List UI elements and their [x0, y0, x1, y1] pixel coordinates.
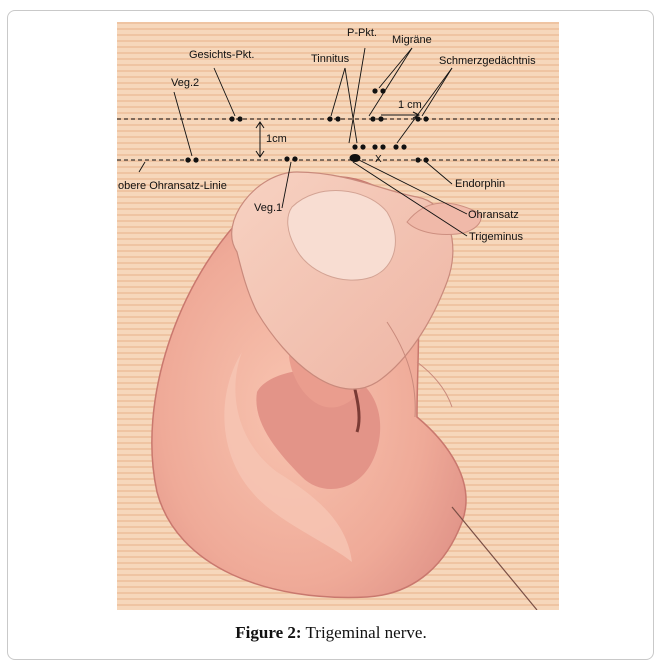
label-gesichts-pkt: Gesichts-Pkt. — [189, 49, 254, 62]
label-endorphin: Endorphin — [455, 178, 505, 191]
label-obere-ohransatz-linie: obere Ohransatz-Linie — [118, 180, 227, 193]
label-1cm-vertical: 1cm — [266, 133, 287, 146]
label-p-pkt: P-Pkt. — [347, 27, 377, 40]
label-trigeminus: Trigeminus — [469, 231, 523, 244]
label-1cm-horizontal: 1 cm — [398, 99, 422, 112]
label-tinnitus: Tinnitus — [311, 53, 349, 66]
label-veg1: Veg.1 — [254, 202, 282, 215]
caption-text: Trigeminal nerve. — [302, 623, 427, 642]
label-veg2: Veg.2 — [171, 77, 199, 90]
label-ohransatz: Ohransatz — [468, 209, 519, 222]
figure-caption: Figure 2: Trigeminal nerve. — [0, 623, 662, 643]
caption-label: Figure 2: — [235, 623, 301, 642]
label-migraene: Migräne — [392, 34, 432, 47]
label-schmerzgedaechtnis: Schmerzgedächtnis — [439, 55, 536, 68]
label-x-mark: X — [375, 153, 382, 166]
ear-acupuncture-illustration: Gesichts-Pkt. P-Pkt. Migräne Tinnitus Sc… — [117, 22, 559, 610]
